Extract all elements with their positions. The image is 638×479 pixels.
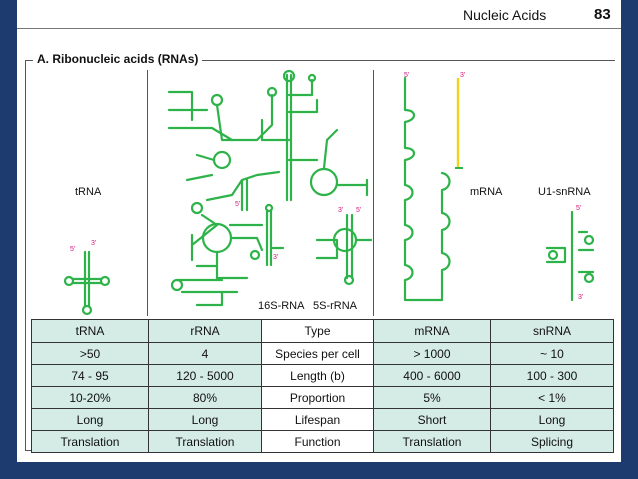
table-cell: Translation: [31, 430, 149, 453]
hairpin-structure: [264, 203, 285, 267]
table-row: tRNA rRNA Type mRNA snRNA: [31, 319, 614, 343]
table-row: 74 - 95 120 - 5000 Length (b) 400 - 6000…: [31, 364, 614, 387]
trna-three-prime: 3': [91, 240, 97, 247]
table-cell: Short: [373, 408, 491, 431]
u1-three-prime: 3': [578, 294, 584, 301]
section-frame-top: [25, 60, 615, 61]
row-header-cell: Proportion: [261, 386, 374, 409]
s16-rrna-structure: [167, 69, 369, 307]
table-cell: 400 - 6000: [373, 364, 491, 387]
mrna-three-prime: 3': [460, 72, 466, 79]
s16-three-prime: 3': [273, 254, 279, 261]
table-cell: 120 - 5000: [148, 364, 262, 387]
chapter-title: Nucleic Acids: [463, 7, 547, 23]
table-cell: 80%: [148, 386, 262, 409]
rna-comparison-table: tRNA rRNA Type mRNA snRNA >50 4 Species …: [31, 319, 614, 453]
table-cell: 74 - 95: [31, 364, 149, 387]
s16-five-prime: 5': [235, 201, 241, 208]
table-cell: ~ 10: [490, 342, 614, 365]
table-cell: > 1000: [373, 342, 491, 365]
trna-structure: [63, 250, 111, 316]
table-cell: Long: [490, 408, 614, 431]
table-cell: Splicing: [490, 430, 614, 453]
divider-rrna-mrna: [373, 70, 374, 316]
table-cell: Translation: [148, 430, 262, 453]
page-number: 83: [594, 6, 611, 23]
table-cell: 10-20%: [31, 386, 149, 409]
s5-five-prime: 5': [356, 207, 362, 214]
row-header-cell: Type: [261, 319, 374, 343]
s5-rrna-label: 5S-rRNA: [313, 300, 358, 312]
table-row: >50 4 Species per cell > 1000 ~ 10: [31, 342, 614, 365]
mrna-strand: [403, 76, 451, 302]
table-cell: rRNA: [148, 319, 262, 343]
s5-rrna-structure: [315, 213, 373, 286]
table-cell: Long: [148, 408, 262, 431]
row-header-cell: Function: [261, 430, 374, 453]
table-row: 10-20% 80% Proportion 5% < 1%: [31, 386, 614, 409]
trna-label: tRNA: [75, 186, 102, 198]
row-header-cell: Lifespan: [261, 408, 374, 431]
section-title: A. Ribonucleic acids (RNAs): [33, 52, 203, 66]
row-header-cell: Species per cell: [261, 342, 374, 365]
rna-structures: [63, 69, 595, 316]
u1-snrna-structure: [545, 210, 595, 302]
table-row: Translation Translation Function Transla…: [31, 430, 614, 453]
table-cell: 5%: [373, 386, 491, 409]
row-header-cell: Length (b): [261, 364, 374, 387]
table-cell: Long: [31, 408, 149, 431]
header-rule: [17, 28, 621, 29]
table-cell: 100 - 300: [490, 364, 614, 387]
mrna-label: mRNA: [470, 186, 503, 198]
table-cell: < 1%: [490, 386, 614, 409]
table-cell: mRNA: [373, 319, 491, 343]
mrna-tail: [455, 78, 463, 169]
divider-trna-rrna: [147, 70, 148, 316]
table-cell: snRNA: [490, 319, 614, 343]
section-frame-left: [25, 60, 26, 450]
table-cell: >50: [31, 342, 149, 365]
textbook-page: Nucleic Acids 83 A. Ribonucleic acids (R…: [17, 0, 621, 462]
u1-five-prime: 5': [576, 205, 582, 212]
s16-rna-label: 16S-RNA: [258, 300, 305, 312]
table-cell: Translation: [373, 430, 491, 453]
u1-snrna-label: U1-snRNA: [538, 186, 591, 198]
trna-five-prime: 5': [70, 246, 76, 253]
table-cell: tRNA: [31, 319, 149, 343]
mrna-five-prime: 5': [404, 72, 410, 79]
table-cell: 4: [148, 342, 262, 365]
table-row: Long Long Lifespan Short Long: [31, 408, 614, 431]
s5-three-prime: 3': [338, 207, 344, 214]
